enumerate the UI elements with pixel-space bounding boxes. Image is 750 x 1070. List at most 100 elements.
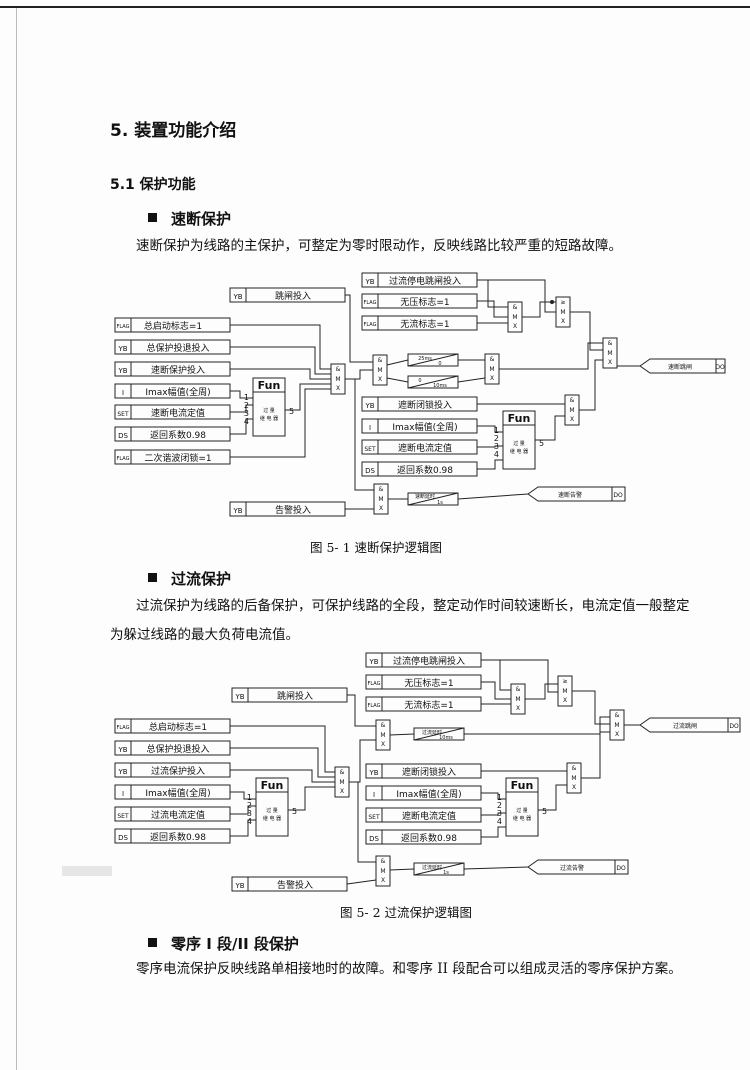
fun2-sub1: 过 量 [513,440,525,447]
tag-yb-over: YB [117,768,127,776]
gate-m-label: M [377,367,382,374]
output-do-tag: DO [616,865,626,872]
output-overcurrent-alarm: 过流告警 [560,864,584,872]
gate-x-label: X [563,697,567,704]
fun2-out: 5 [542,807,547,816]
tag-flag-start: FLAG [117,725,130,731]
input-overcurrent-outage-trip: 过流停电跳闸投入 [393,655,465,667]
gate-and-label: & [379,486,384,493]
tag-flag-nocurr: FLAG [364,322,377,328]
gate-x-label: X [340,788,344,795]
gate-and-label: & [340,769,345,776]
input-quick-current-setting: 速断电流定值 [151,407,205,419]
overcurrent-text-line2: 为躲过线路的最大负荷电流值。 [110,627,299,643]
gate-and-label: & [615,712,620,719]
tag-yb-total: YB [117,345,127,353]
gate-x-label: X [608,359,612,366]
fun2-sub2: 继 电 器 [513,815,531,822]
input-second-harmonic-lock: 二次谐波闭锁=1 [144,452,211,464]
timer1-top: 25ms [418,356,432,362]
fun2-pin1: 1 [494,426,499,435]
output-do-tag: DO [729,723,739,730]
timer2-top: 0 [418,378,421,384]
tag-ds-return: DS [118,834,128,842]
fun2-sub1: 过 量 [516,807,528,814]
gate-and-label: & [490,356,495,363]
tag-i-imax: I [122,790,124,798]
gate-m-label: M [512,314,517,321]
input-return-coefficient: 返回系数0.98 [150,831,206,843]
input-imax: Imax幅值(全周) [145,386,210,398]
overcurrent-text-line1: 过流保护为线路的后备保护，可保护线路的全段，整定动作时间较速断长，电流定值一般整… [136,598,690,614]
fun1-pin3: 3 [244,409,249,418]
tag-yb-stop: YB [368,658,378,666]
output-do-tag: DO [613,492,623,499]
tag-yb-lock: YB [364,402,374,410]
bullet-square-icon [148,213,157,222]
quick-break-logic-diagram: FLAG 总启动标志=1 YB 总保护投退投入 YB 速断保护投入 I Imax… [114,272,726,517]
tag-set-quick: SET [117,411,129,418]
gate-m-label: M [515,696,520,703]
timer1-bot: 10ms [439,735,453,741]
fun1-pin1: 1 [244,393,249,402]
fun1-pin2: 2 [244,401,249,410]
input-break-current-setting: 遮断电流定值 [398,442,452,454]
tag-i-imax2: I [373,791,375,799]
output-quick-alarm: 速断告警 [558,491,582,499]
gate-m-label: M [614,722,619,729]
fun2-out: 5 [539,439,544,448]
gate-and-label: & [378,357,383,364]
gate-m-label: M [380,868,385,875]
input-break-lock-enable: 遮断闭锁投入 [402,766,456,778]
tag-flag-novolt: FLAG [364,300,377,306]
timer1-bot: 0 [438,361,441,367]
timer1-top: 过流延时 [422,729,442,736]
gate-and-label: & [381,858,386,865]
timer3-top: 速断延时 [415,493,435,500]
gate-and-label: & [608,340,613,347]
bullet-square-icon [148,573,157,582]
page-left-margin-line [16,8,17,1070]
quick-break-heading: 速断保护 [148,208,231,229]
zero-seq-heading: 零序 I 段/II 段保护 [148,933,299,954]
fun1-sub2: 继 电 器 [260,415,278,422]
fun1-sub2: 继 电 器 [263,815,281,822]
fun2-pin2: 2 [497,801,502,810]
gate-and-label: & [516,686,521,693]
input-total-protection: 总保护投退投入 [146,743,209,755]
gate-x-label: X [572,784,576,791]
fun2-title: Fun [511,779,534,792]
fun2-pin2: 2 [494,434,499,443]
timer2-bot: 10ms [433,383,447,389]
overcurrent-logic-diagram: YB 过流停电跳闸投入 YB 跳闸投入 FLAG 无压标志=1 FLAG 无流标… [62,652,741,892]
tag-ds-return: DS [118,432,128,440]
tag-yb-quick: YB [117,367,127,375]
input-overcurrent-outage-trip: 过流停电跳闸投入 [389,275,461,287]
gate-m-label: M [378,496,383,503]
input-imax: Imax幅值(全周) [145,787,210,799]
tag-set-over: SET [117,813,129,820]
output-quick-trip: 速断跳闸 [668,363,692,371]
tag-set-break: SET [364,446,376,453]
fun1-title: Fun [261,779,284,792]
fun1-out: 5 [292,807,297,816]
gate-x-label: X [381,877,385,884]
input-imax-2: Imax幅值(全周) [396,788,461,800]
gate-and-label: & [381,722,386,729]
gate-m-label: M [571,775,576,782]
figure-5-2-caption: 图 5- 2 过流保护逻辑图 [340,905,473,920]
input-no-voltage-flag: 无压标志=1 [404,677,453,689]
tag-yb-alarm: YB [234,882,244,890]
input-return-coefficient-2: 返回系数0.98 [401,832,457,844]
fun1-pin1: 1 [247,793,252,802]
tag-i-imax: I [122,389,124,397]
gate-m-label: M [489,366,494,373]
tag-yb-lock: YB [368,769,378,777]
gate-x-label: X [381,741,385,748]
gate-x-label: X [379,505,383,512]
fun1-pin4: 4 [244,417,249,426]
gate-and-label: & [513,304,518,311]
fun1-pin3: 3 [247,809,252,818]
gate-x-label: X [516,705,520,712]
tag-yb-total: YB [117,746,127,754]
